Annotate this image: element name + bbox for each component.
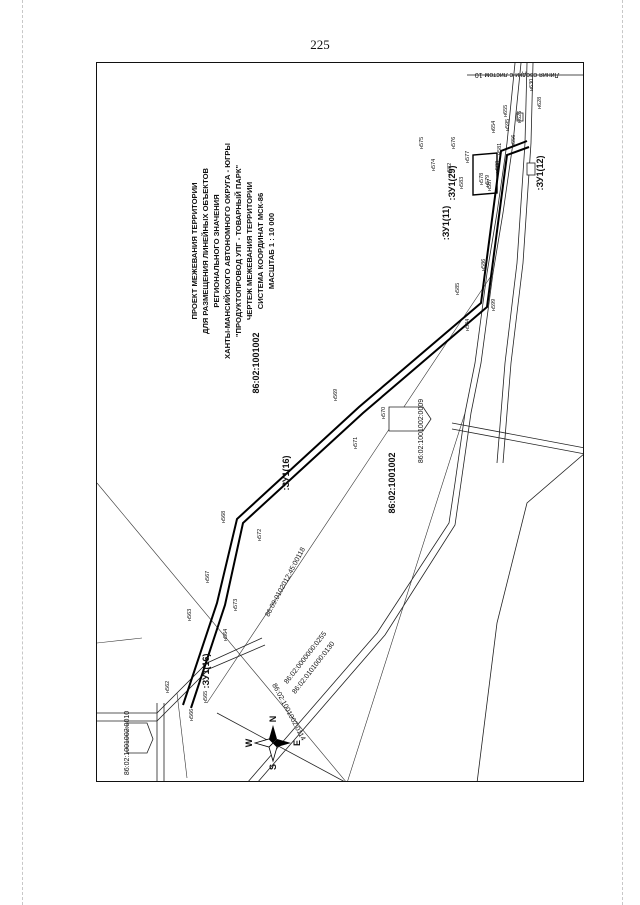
parcel-label: :ЗУ1(29) [447, 166, 457, 201]
point-label: н654 [491, 121, 497, 133]
point-label: н586 [481, 259, 487, 271]
right-of-way-corridor [182, 140, 530, 709]
title-line: МАСШТАБ 1 : 10 000 [267, 213, 276, 289]
cadastral-map: ПРОЕКТ МЕЖЕВАНИЯ ТЕРРИТОРИИ ДЛЯ РАЗМЕЩЕН… [97, 63, 583, 781]
title-line: РЕГИОНАЛЬНОГО ЗНАЧЕНИЯ [212, 194, 221, 307]
point-label: н655 [503, 105, 509, 117]
point-label: н564 [223, 629, 229, 641]
page-number: 225 [310, 37, 330, 52]
map-frame: ПРОЕКТ МЕЖЕВАНИЯ ТЕРРИТОРИИ ДЛЯ РАЗМЕЩЕН… [96, 62, 584, 782]
point-label: н580 [495, 161, 501, 173]
cadastral-number: 86:02:1001002:0009 [418, 399, 425, 463]
point-label: н656 [511, 135, 517, 147]
title-line: СИСТЕМА КООРДИНАТ МСК-86 [256, 193, 265, 310]
right-margin-line [622, 0, 623, 905]
point-label: н581 [497, 143, 503, 155]
point-label: н585 [455, 283, 461, 295]
point-labels: н562 н563 н564 н565 н566 н567 н568 н569 … [165, 79, 543, 721]
structures [126, 112, 536, 754]
cadastral-number: 86:09:0102012:45:00118 [264, 546, 307, 618]
parcel-label: :ЗУ1(12) [535, 156, 545, 191]
point-label: н578 [479, 173, 485, 185]
title-line: ЧЕРТЕЖ МЕЖЕВАНИЯ ТЕРРИТОРИИ [245, 182, 254, 320]
point-label: н577 [465, 151, 471, 163]
parcel-label: :ЗУ1(11) [441, 206, 451, 240]
point-label: н584 [465, 319, 471, 331]
point-label: н563 [187, 609, 193, 621]
block-label: 86:02:1001002 [251, 332, 261, 393]
title-line: ХАНТЫ-МАНСИЙСКОГО АВТОНОМНОГО ОКРУГА - Ю… [223, 143, 232, 359]
cadastral-boundaries [97, 272, 494, 781]
compass-e: E [292, 740, 302, 746]
parcel-label: :ЗУ1(16) [201, 654, 211, 689]
point-label: н582 [447, 163, 453, 175]
point-label: н628 [537, 97, 543, 109]
block-label: 86:02:1001002 [387, 452, 397, 513]
compass-s: S [268, 764, 278, 770]
point-label: н595 [505, 119, 511, 131]
compass-w: W [244, 738, 254, 747]
point-label: н599 [491, 299, 497, 311]
parcel-label: :ЗУ1(16) [281, 456, 291, 491]
point-label: н630 [529, 79, 535, 91]
roads [97, 63, 583, 781]
point-label: н562 [165, 681, 171, 693]
point-label: н569 [333, 389, 339, 401]
title-line: "ПРОДУКТОПРОВОД УПГ - ТОВАРНЫЙ ПАРК" [234, 165, 243, 338]
point-label: н566 [189, 709, 195, 721]
point-label: н576 [451, 137, 457, 149]
point-label: н575 [419, 137, 425, 149]
match-line-label: Линия сводки с листом 10 [475, 71, 560, 78]
compass-rose: N S W E [244, 716, 302, 770]
point-label: н573 [233, 599, 239, 611]
point-label: н587 [487, 179, 493, 191]
title-block: ПРОЕКТ МЕЖЕВАНИЯ ТЕРРИТОРИИ ДЛЯ РАЗМЕЩЕН… [190, 143, 276, 359]
point-label: н626 [517, 111, 523, 123]
point-label: н568 [221, 511, 227, 523]
title-line: ПРОЕКТ МЕЖЕВАНИЯ ТЕРРИТОРИИ [190, 182, 199, 319]
cadastral-number: 86:02:1001002:0010 [124, 711, 131, 775]
point-label: н565 [203, 691, 209, 703]
point-label: н583 [459, 177, 465, 189]
left-margin-line [22, 0, 23, 905]
point-label: н574 [431, 159, 437, 171]
title-line: ДЛЯ РАЗМЕЩЕНИЯ ЛИНЕЙНЫХ ОБЪЕКТОВ [201, 168, 210, 334]
point-label: н570 [381, 407, 387, 419]
point-label: н579 [485, 175, 491, 187]
compass-n: N [268, 716, 278, 723]
point-label: н571 [353, 437, 359, 449]
cadastral-number: 86:02:1001002:0114 [270, 683, 306, 743]
point-label: н567 [205, 571, 211, 583]
point-label: н572 [257, 529, 263, 541]
